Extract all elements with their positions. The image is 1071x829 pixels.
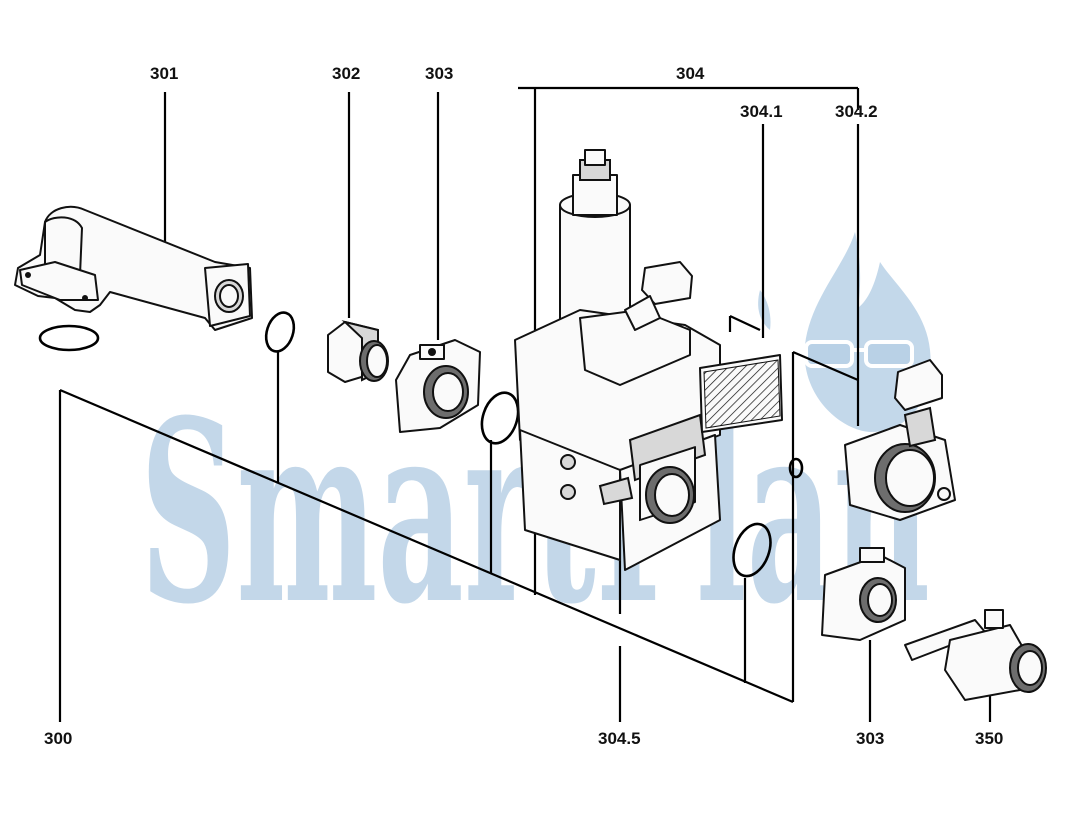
o-ring-valve-left <box>480 391 520 445</box>
callout-304-1: 304.1 <box>740 102 783 121</box>
leader-lines <box>58 86 992 722</box>
gas-valve-304 <box>514 149 783 571</box>
o-ring-valve-right <box>732 522 772 578</box>
flange-302 <box>327 320 389 383</box>
o-ring-small <box>788 457 804 479</box>
callout-304: 304 <box>676 64 705 83</box>
callout-350: 350 <box>975 729 1003 748</box>
callout-303-bottom: 303 <box>856 729 884 748</box>
ball-valve-350 <box>904 609 1047 701</box>
callout-labels: 301 302 303 304 304.1 304.2 300 304.5 30… <box>44 64 1003 748</box>
glasses-icon <box>804 340 914 368</box>
callout-304-5: 304.5 <box>598 729 641 748</box>
elbow-pipe-301 <box>14 205 253 331</box>
callout-300: 300 <box>44 729 72 748</box>
callout-302: 302 <box>332 64 360 83</box>
callout-303-top: 303 <box>425 64 453 83</box>
adapter-303-lower <box>821 547 906 641</box>
callout-304-2: 304.2 <box>835 102 878 121</box>
adapter-303-upper <box>395 339 481 433</box>
o-ring-302 <box>264 311 296 353</box>
o-ring-300 <box>38 324 100 352</box>
pressure-switch-304-2 <box>844 359 956 521</box>
callout-301: 301 <box>150 64 178 83</box>
